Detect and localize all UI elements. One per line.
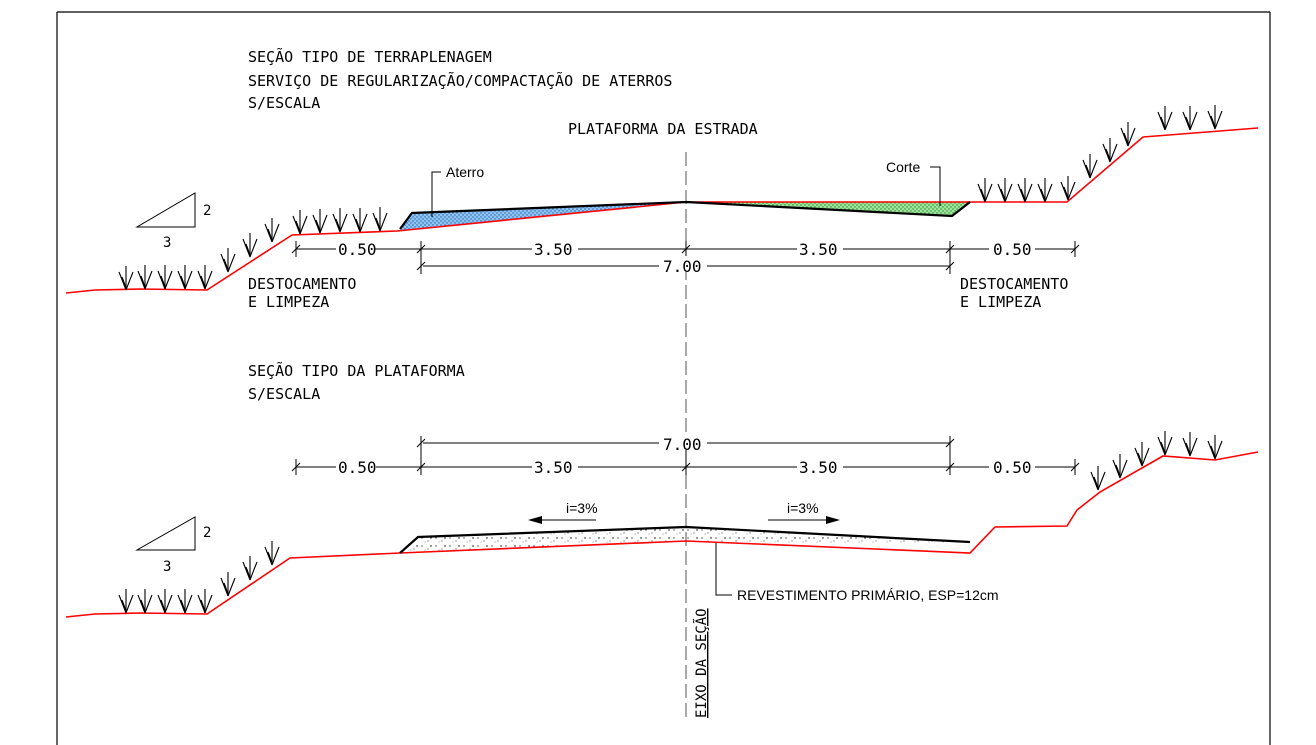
fill-label: Aterro bbox=[446, 164, 484, 180]
pavement-callout: REVESTIMENTO PRIMÁRIO, ESP=12cm bbox=[715, 543, 999, 603]
grass-tuft bbox=[1082, 154, 1098, 179]
grass-tuft bbox=[118, 589, 134, 614]
section1-title: SEÇÃO TIPO DE TERRAPLENAGEM bbox=[248, 47, 492, 66]
section2-titles: SEÇÃO TIPO DA PLATAFORMA S/ESCALA bbox=[248, 361, 465, 403]
dim-half-right: 3.50 bbox=[799, 240, 838, 259]
grass-tuft bbox=[977, 178, 993, 203]
grass-tuft bbox=[352, 208, 368, 233]
grass-tuft bbox=[372, 207, 388, 232]
terrain-line-2 bbox=[65, 451, 1259, 618]
grass-tuft bbox=[1157, 106, 1173, 131]
sheet-frame bbox=[56, 11, 1271, 745]
pavement-label: REVESTIMENTO PRIMÁRIO, ESP=12cm bbox=[737, 587, 999, 603]
axis-label-group: EIXO DA SEÇÃO bbox=[693, 608, 710, 718]
platform-line-2 bbox=[399, 525, 971, 554]
grass-tuft bbox=[1102, 138, 1118, 163]
dim2-shoulder-left: 0.50 bbox=[338, 458, 377, 477]
grass-tuft bbox=[242, 233, 258, 258]
dimension-labels-1: 0.50 3.50 3.50 0.50 7.00 bbox=[336, 240, 1035, 276]
grass-tuft bbox=[137, 589, 153, 614]
fill-callout: Aterro bbox=[431, 164, 484, 217]
grass-tuft bbox=[157, 589, 173, 614]
grass-tuft bbox=[1060, 176, 1076, 201]
grass-tuft bbox=[1207, 105, 1223, 130]
grass-tuft bbox=[1207, 435, 1223, 460]
grass-tuft bbox=[1134, 442, 1150, 467]
dim2-total: 7.00 bbox=[663, 435, 702, 454]
grass-tuft bbox=[220, 572, 236, 597]
terrain-line-1 bbox=[65, 127, 1259, 294]
dim-shoulder-left: 0.50 bbox=[338, 240, 377, 259]
grass-tuft bbox=[137, 265, 153, 290]
dim2-half-right: 3.50 bbox=[799, 458, 838, 477]
section2-scale: S/ESCALA bbox=[248, 385, 320, 403]
grass-tuft bbox=[197, 265, 213, 290]
grass-tuft bbox=[292, 210, 308, 235]
grass-tuft bbox=[177, 589, 193, 614]
clearing-labels: DESTOCAMENTO E LIMPEZA DESTOCAMENTO E LI… bbox=[248, 275, 1068, 311]
grade-right: i=3% bbox=[768, 500, 840, 524]
grade-left: i=3% bbox=[528, 500, 598, 524]
section1-subtitle: SERVIÇO DE REGULARIZAÇÃO/COMPACTAÇÃO DE … bbox=[248, 71, 672, 90]
grass-tuft bbox=[1182, 106, 1198, 131]
slope-run-label-2: 3 bbox=[163, 559, 171, 575]
section1-scale: S/ESCALA bbox=[248, 94, 320, 112]
grade-right-label: i=3% bbox=[787, 500, 819, 516]
slope-indicator-1: 2 3 bbox=[135, 192, 211, 251]
grass-tuft bbox=[177, 265, 193, 290]
platform-label: PLATAFORMA DA ESTRADA bbox=[568, 120, 758, 138]
grass-tuft bbox=[997, 178, 1013, 203]
slope-run-label: 3 bbox=[163, 235, 171, 251]
grass-tuft bbox=[312, 209, 328, 234]
grass-tuft bbox=[220, 248, 236, 273]
grass-tuft bbox=[1037, 178, 1053, 203]
vegetation-tufts bbox=[118, 105, 1223, 614]
grass-tuft bbox=[264, 218, 280, 243]
cut-label: Corte bbox=[886, 159, 920, 175]
grass-tuft bbox=[1182, 432, 1198, 457]
dim2-shoulder-right: 0.50 bbox=[993, 458, 1032, 477]
grade-left-label: i=3% bbox=[566, 500, 598, 516]
dim-shoulder-right: 0.50 bbox=[993, 240, 1032, 259]
clearing-right-line1: DESTOCAMENTO bbox=[960, 275, 1068, 293]
clearing-left-line2: E LIMPEZA bbox=[248, 293, 329, 311]
dim-total: 7.00 bbox=[663, 257, 702, 276]
platform-line-1 bbox=[399, 200, 971, 230]
grass-tuft bbox=[118, 266, 134, 291]
dim-half-left: 3.50 bbox=[534, 240, 573, 259]
clearing-left-line1: DESTOCAMENTO bbox=[248, 275, 356, 293]
dim2-half-left: 3.50 bbox=[534, 458, 573, 477]
grass-tuft bbox=[1017, 178, 1033, 203]
grass-tuft bbox=[197, 589, 213, 614]
grass-tuft bbox=[1120, 122, 1136, 147]
grass-tuft bbox=[264, 541, 280, 566]
axis-label: EIXO DA SEÇÃO bbox=[693, 608, 710, 718]
grass-tuft bbox=[1157, 431, 1173, 456]
cut-callout: Corte bbox=[886, 159, 941, 206]
grass-tuft bbox=[1112, 454, 1128, 479]
grass-tuft bbox=[332, 208, 348, 233]
section2-title: SEÇÃO TIPO DA PLATAFORMA bbox=[248, 361, 465, 380]
slope-rise-label: 2 bbox=[203, 203, 211, 219]
grass-tuft bbox=[157, 265, 173, 290]
section1-titles: SEÇÃO TIPO DE TERRAPLENAGEM SERVIÇO DE R… bbox=[248, 47, 758, 138]
slope-indicator-2: 2 3 bbox=[135, 516, 211, 575]
slope-rise-label-2: 2 bbox=[203, 525, 211, 541]
clearing-right-line2: E LIMPEZA bbox=[960, 293, 1041, 311]
grass-tuft bbox=[242, 556, 258, 581]
dimension-labels-2: 0.50 3.50 3.50 0.50 7.00 bbox=[336, 434, 1035, 477]
grass-tuft bbox=[1090, 466, 1106, 491]
